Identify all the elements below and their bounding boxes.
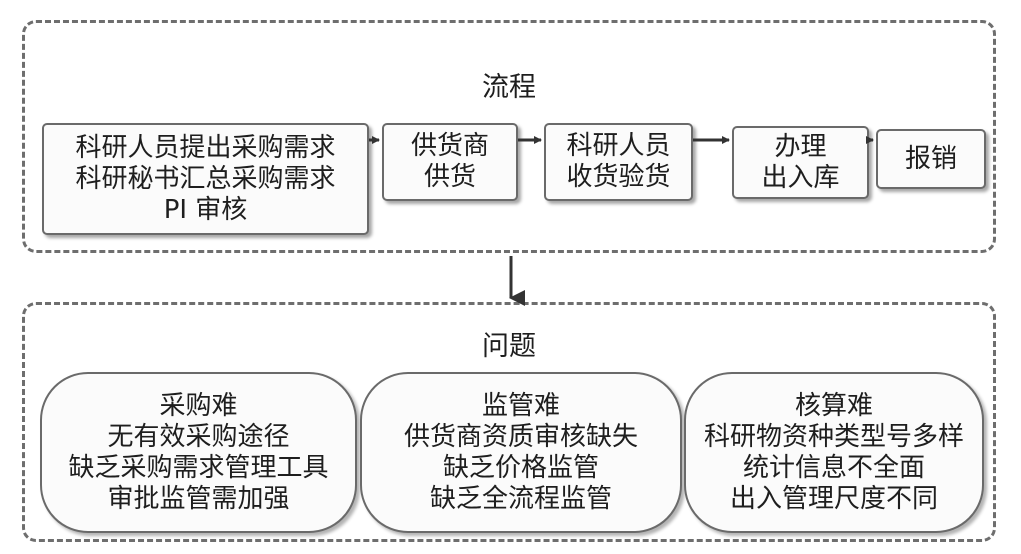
problems-panel: 问题 采购难 无有效采购途径 缺乏采购需求管理工具 审批监管需加强 监管难 供货…: [22, 302, 996, 542]
step-warehouse-in-out: 办理 出入库: [732, 126, 869, 199]
step-line: 报销: [904, 143, 957, 174]
step-line: 供货商: [410, 131, 489, 161]
step-line: PI 审核: [163, 194, 248, 225]
problem-heading: 核算难: [794, 390, 873, 421]
problem-line: 科研物资种类型号多样: [703, 421, 964, 452]
process-title: 流程: [482, 72, 536, 103]
step-reimbursement: 报销: [876, 129, 986, 189]
problem-line: 缺乏全流程监管: [429, 483, 612, 514]
step-line: 科研秘书汇总采购需求: [75, 163, 336, 194]
problem-supervision: 监管难 供货商资质审核缺失 缺乏价格监管 缺乏全流程监管: [360, 372, 682, 533]
step-line: 出入库: [761, 162, 840, 193]
problem-heading: 监管难: [481, 390, 560, 421]
problem-heading: 采购难: [159, 390, 238, 421]
step-receive-inspect: 科研人员 收货验货: [544, 123, 693, 201]
problem-line: 无有效采购途径: [107, 421, 290, 452]
problem-line: 缺乏采购需求管理工具: [68, 452, 329, 483]
problems-title: 问题: [482, 331, 536, 362]
problem-line: 出入管理尺度不同: [729, 483, 938, 514]
step-line: 科研人员: [566, 131, 671, 161]
step-submit-request: 科研人员提出采购需求 科研秘书汇总采购需求 PI 审核: [42, 123, 369, 235]
problem-line: 缺乏价格监管: [442, 452, 599, 483]
process-panel: 流程 科研人员提出采购需求 科研秘书汇总采购需求 PI 审核 供货商 供货 科研…: [22, 20, 996, 253]
problem-accounting: 核算难 科研物资种类型号多样 统计信息不全面 出入管理尺度不同: [684, 372, 984, 533]
step-line: 收货验货: [566, 162, 671, 192]
step-supplier-delivery: 供货商 供货: [382, 123, 518, 201]
problem-line: 审批监管需加强: [107, 483, 290, 514]
step-line: 供货: [423, 162, 476, 192]
step-line: 办理: [774, 131, 827, 162]
problem-line: 供货商资质审核缺失: [403, 421, 638, 452]
problem-line: 统计信息不全面: [742, 452, 925, 483]
step-line: 科研人员提出采购需求: [75, 132, 336, 163]
problem-procurement: 采购难 无有效采购途径 缺乏采购需求管理工具 审批监管需加强: [40, 372, 357, 533]
